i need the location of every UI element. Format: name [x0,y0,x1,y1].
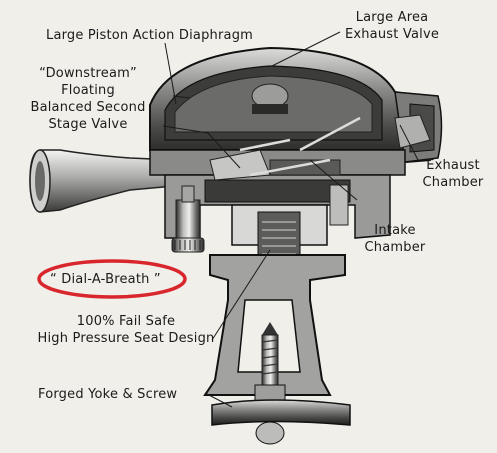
valve-body [149,116,406,263]
label-line: Chamber [364,240,426,255]
label-exhaust-chamber: Exhaust Chamber [412,157,494,191]
label-forged-yoke-screw: Forged Yoke & Screw [38,387,178,402]
label-downstream-valve: “Downstream” Floating Balanced Second St… [14,65,162,133]
label-line: 100% Fail Safe [76,314,176,329]
label-intake-chamber: Intake Chamber [356,222,434,256]
mouthpiece [29,149,176,213]
label-dial-a-breath: “ Dial-A-Breath ” [50,272,161,287]
label-line: Exhaust [426,158,480,173]
dial-knob [171,185,205,253]
label-line: Stage Valve [48,117,128,132]
label-large-piston-diaphragm: Large Piston Action Diaphragm [46,28,254,43]
label-line: Large Area [355,10,429,25]
label-line: Intake [374,223,416,238]
label-line: Exhaust Valve [344,27,440,42]
label-line: “Downstream” [39,66,137,81]
leader-lines [162,31,419,408]
label-line: Chamber [422,175,484,190]
label-large-area-exhaust-valve: Large Area Exhaust Valve [330,9,454,43]
highlight-ellipse [37,259,187,299]
upper-housing [149,46,443,164]
label-line: High Pressure Seat Design [37,331,215,346]
label-fail-safe-seat: 100% Fail Safe High Pressure Seat Design [20,313,232,347]
label-line: Floating [61,83,115,98]
yoke [203,254,351,445]
label-line: Balanced Second [30,100,146,115]
